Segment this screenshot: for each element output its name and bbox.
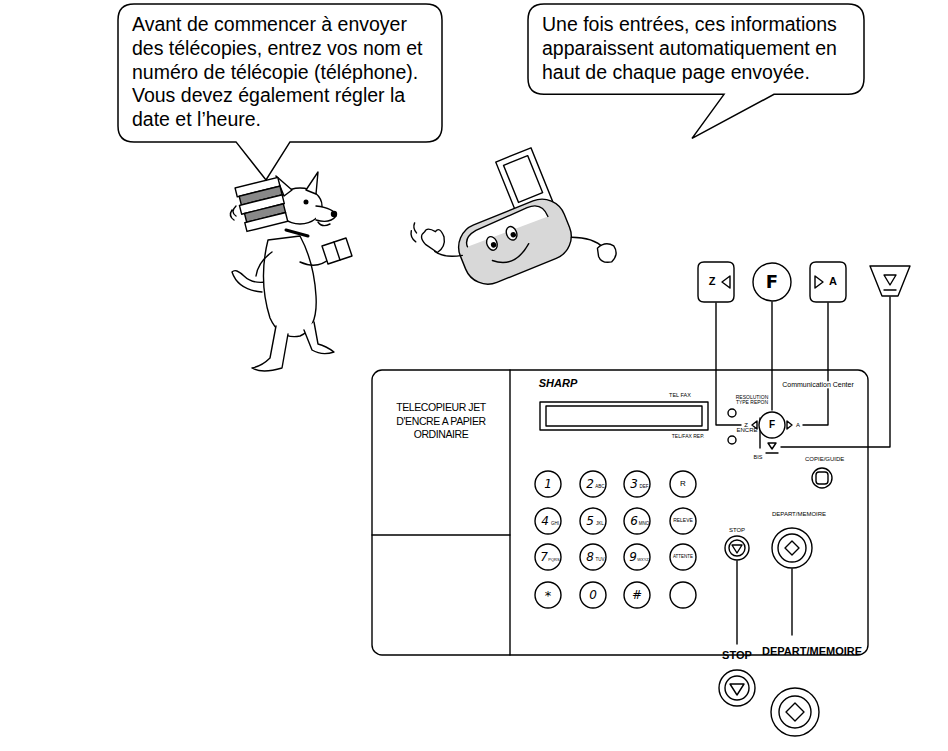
bubble-shape (528, 4, 864, 138)
panel-label: GHI (551, 522, 559, 527)
panel-label: COPIE/GUIDE (805, 456, 839, 462)
bubble-shape (118, 4, 442, 180)
leader-lines (716, 297, 890, 644)
keypad-button (670, 471, 696, 497)
panel-label: Communication Center (780, 381, 856, 388)
keypad-button (580, 544, 606, 570)
fax-cartoon (397, 133, 619, 328)
panel-label: 7 (540, 551, 548, 564)
bottom-buttons (719, 670, 819, 736)
panel-label: 9 (629, 551, 637, 564)
panel-label: TEL FAX (669, 393, 691, 399)
callout-label: F (766, 273, 778, 292)
panel-label: 2 (586, 478, 594, 491)
panel-label: Z (744, 422, 748, 428)
panel-label: PQRS (548, 558, 559, 562)
panel-label: 6 (630, 515, 638, 528)
panel-label: DEF (640, 485, 649, 490)
keypad-button (624, 582, 650, 608)
bubble-text: Avant de commencer à envoyer des télécop… (132, 13, 428, 132)
keypad-button (624, 544, 650, 570)
callout-buttons (698, 262, 910, 302)
panel-label: MNO (639, 522, 650, 527)
keypad-button (535, 508, 561, 534)
panel-label: 0 (589, 589, 597, 602)
panel-label: TUV (596, 558, 605, 563)
panel-label: R (680, 480, 686, 488)
keypad-button (535, 471, 561, 497)
keypad-button (624, 471, 650, 497)
panel-label: BIS (754, 455, 763, 461)
keypad-button (580, 582, 606, 608)
keypad-button (580, 471, 606, 497)
speech-bubble: Avant de commencer à envoyer des télécop… (118, 4, 442, 142)
panel-label: 4 (541, 515, 549, 528)
callout-label: DEPART/MEMOIRE (762, 646, 828, 658)
keypad-button (624, 508, 650, 534)
panel-label: 3 (630, 478, 638, 491)
panel-label: 5 (586, 515, 594, 528)
callout-label: Z (709, 276, 716, 288)
panel-label: TEL/FAX REP. (672, 434, 704, 439)
panel-label: DEPART/MEMOIRE (772, 511, 812, 517)
speech-bubble: Une fois entrées, ces informations appar… (528, 4, 864, 94)
panel-label: SHARP (539, 378, 578, 390)
panel-label: STOP (729, 527, 745, 533)
panel-label: * (545, 589, 552, 603)
panel-label: 8 (586, 551, 594, 564)
callout-label: A (829, 276, 837, 288)
panel-label: RESOLUTION TYPE REPON (735, 395, 769, 406)
fax-panel (372, 370, 868, 655)
keypad-buttons (535, 471, 696, 608)
keypad-button (670, 544, 696, 570)
panel-label: JKL (596, 522, 604, 527)
panel-label: WXYZ (637, 558, 649, 562)
panel-label: 1 (544, 478, 552, 491)
dog-cartoon (230, 172, 352, 371)
panel-label: ABC (595, 485, 604, 490)
panel-label: F (769, 420, 775, 431)
panel-label: A (796, 422, 800, 428)
panel-label: # (632, 589, 642, 602)
callout-label: STOP (722, 650, 752, 662)
panel-label: ATTENTE (673, 555, 693, 560)
panel-label: TELECOPIEUR JET D'ENCRE A PAPIER ORDINAI… (385, 401, 497, 442)
keypad-button (535, 544, 561, 570)
keypad-button (535, 582, 561, 608)
bubble-text: Une fois entrées, ces informations appar… (542, 13, 850, 84)
keypad-button (670, 582, 696, 608)
panel-label: RELEVE (673, 518, 693, 523)
keypad-button (580, 508, 606, 534)
keypad-button (670, 508, 696, 534)
